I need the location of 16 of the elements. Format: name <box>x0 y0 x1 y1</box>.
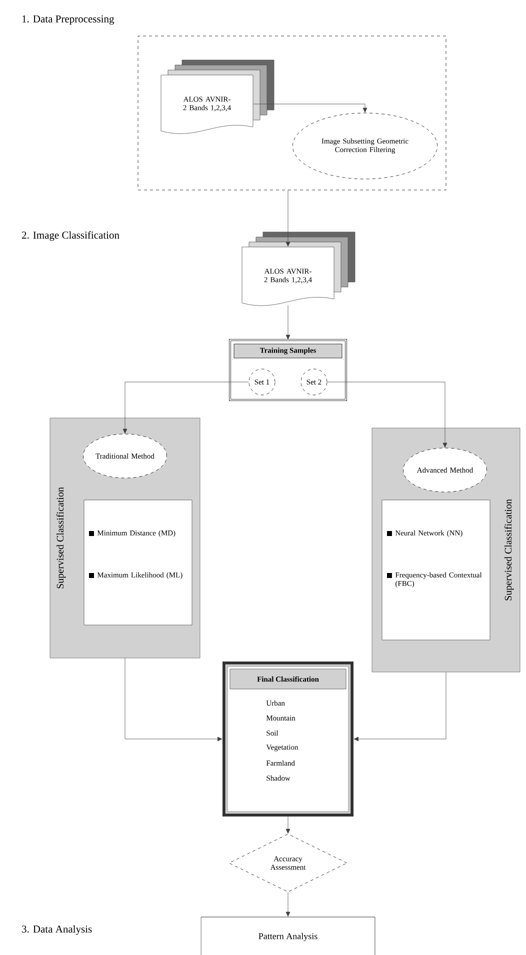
process-box: Pattern Analysis <box>200 916 376 955</box>
arrow <box>286 190 290 247</box>
dashed-frame <box>138 36 446 190</box>
arrow <box>286 816 290 834</box>
arrow <box>354 672 446 742</box>
section-heading: 3. Data Analysis <box>22 925 92 935</box>
section-heading: 2. Image Classification <box>22 231 120 241</box>
arrow <box>122 382 249 434</box>
arrow <box>327 382 448 448</box>
method-list-box <box>84 500 192 626</box>
section-heading: 1. Data Preprocessing <box>22 15 114 25</box>
arrow <box>253 104 368 113</box>
arrow <box>286 305 290 340</box>
arrow <box>286 892 290 917</box>
arrow <box>124 658 222 742</box>
method-list-box <box>382 500 490 640</box>
